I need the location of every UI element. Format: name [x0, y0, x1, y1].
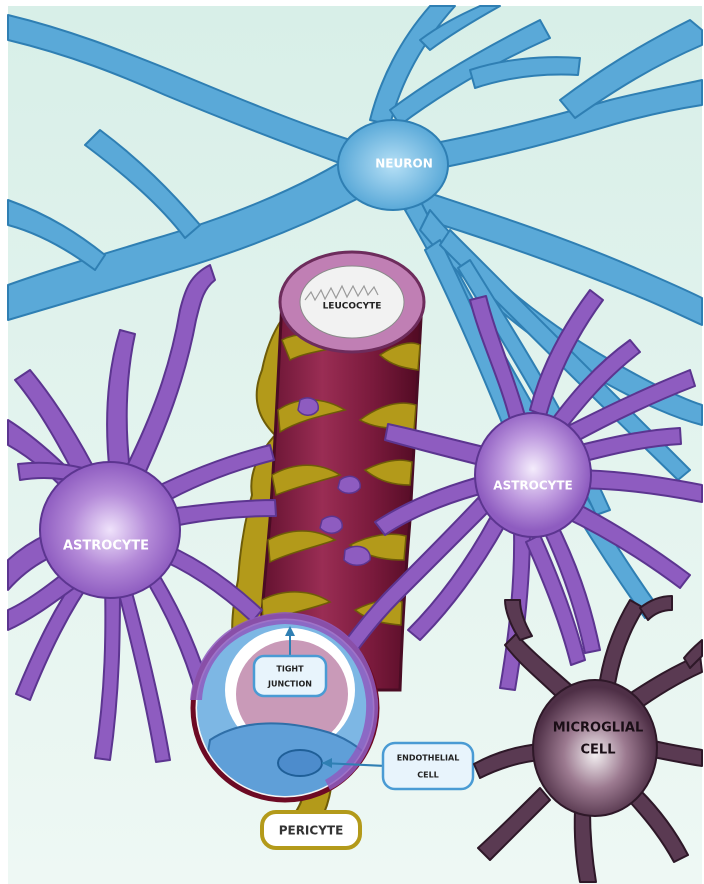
astrocyte-left-label: ASTROCYTE: [63, 539, 149, 554]
pericyte-callout: PERICYTE: [262, 812, 360, 848]
endothelial-line2: CELL: [417, 771, 439, 780]
pericyte-label: PERICYTE: [279, 824, 344, 838]
neuron-label: NEURON: [375, 157, 432, 171]
tight-junction-line2: JUNCTION: [267, 680, 312, 689]
tight-junction-line1: TIGHT: [276, 665, 304, 674]
endothelial-nucleus: [278, 750, 322, 776]
vessel-cross-section: [190, 612, 378, 800]
leucocyte-label: LEUCOCYTE: [323, 302, 382, 312]
microglial-label-line2: CELL: [581, 743, 616, 758]
astrocyte-right-label: ASTROCYTE: [493, 479, 572, 493]
microglial-label-line1: MICROGLIAL: [553, 721, 644, 736]
endothelial-line1: ENDOTHELIAL: [397, 754, 460, 763]
